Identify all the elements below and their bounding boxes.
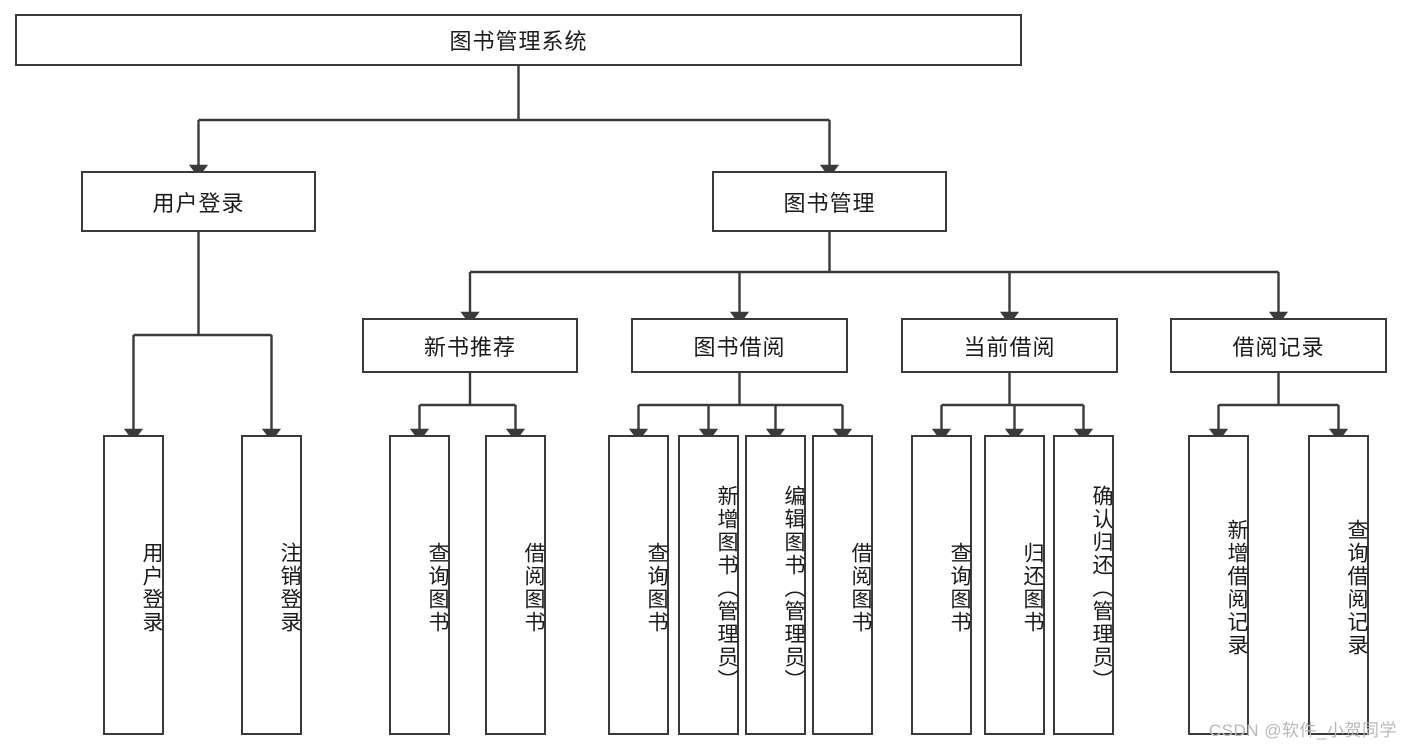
node-leaf-user-login[interactable]: 用户登录 <box>103 435 164 735</box>
node-leaf-borrow-book-1[interactable]: 借阅图书 <box>485 435 546 735</box>
node-label: 查询图书 <box>948 542 971 634</box>
node-label: 归还图书 <box>1021 542 1044 634</box>
node-leaf-query-record[interactable]: 查询借阅记录 <box>1308 435 1369 735</box>
node-root[interactable]: 图书管理系统 <box>15 14 1022 66</box>
node-label: 当前借阅 <box>963 334 1056 360</box>
node-label: 查询图书 <box>645 542 668 634</box>
node-leaf-query-book-2[interactable]: 查询图书 <box>608 435 669 735</box>
node-leaf-add-record[interactable]: 新增借阅记录 <box>1188 435 1249 735</box>
node-label: 借阅图书 <box>522 542 545 634</box>
node-leaf-confirm-return[interactable]: 确认归还（管理员） <box>1053 435 1114 735</box>
connector-edges <box>123 66 1349 442</box>
node-book-manage[interactable]: 图书管理 <box>712 171 947 232</box>
node-label: 借阅图书 <box>849 542 872 634</box>
node-label: 查询借阅记录 <box>1345 519 1368 657</box>
node-label: 用户登录 <box>140 542 163 634</box>
node-user-login[interactable]: 用户登录 <box>81 171 316 232</box>
node-current-borrow[interactable]: 当前借阅 <box>901 318 1118 373</box>
node-book-borrow[interactable]: 图书借阅 <box>631 318 848 373</box>
node-leaf-query-book-3[interactable]: 查询图书 <box>911 435 972 735</box>
node-leaf-return-book[interactable]: 归还图书 <box>984 435 1045 735</box>
node-label: 编辑图书（管理员） <box>782 484 805 692</box>
node-borrow-record[interactable]: 借阅记录 <box>1170 318 1387 373</box>
node-new-book-recommend[interactable]: 新书推荐 <box>362 318 578 373</box>
node-leaf-logout[interactable]: 注销登录 <box>241 435 302 735</box>
node-label: 新增图书（管理员） <box>715 484 738 692</box>
node-label: 用户登录 <box>152 190 245 216</box>
node-label: 图书管理 <box>783 190 876 216</box>
node-label: 查询图书 <box>426 542 449 634</box>
node-label: 图书管理系统 <box>449 29 588 54</box>
node-label: 借阅记录 <box>1232 334 1325 360</box>
node-leaf-edit-book[interactable]: 编辑图书（管理员） <box>745 435 806 735</box>
node-label: 图书借阅 <box>693 334 786 360</box>
node-label: 新书推荐 <box>423 334 516 360</box>
node-label: 新增借阅记录 <box>1225 519 1248 657</box>
csdn-watermark: CSDN @软件_小贺同学 <box>1208 721 1397 740</box>
node-leaf-add-book[interactable]: 新增图书（管理员） <box>678 435 739 735</box>
node-leaf-borrow-book-2[interactable]: 借阅图书 <box>812 435 873 735</box>
node-label: 确认归还（管理员） <box>1090 484 1113 692</box>
node-label: 注销登录 <box>278 542 301 634</box>
node-leaf-query-book-1[interactable]: 查询图书 <box>389 435 450 735</box>
